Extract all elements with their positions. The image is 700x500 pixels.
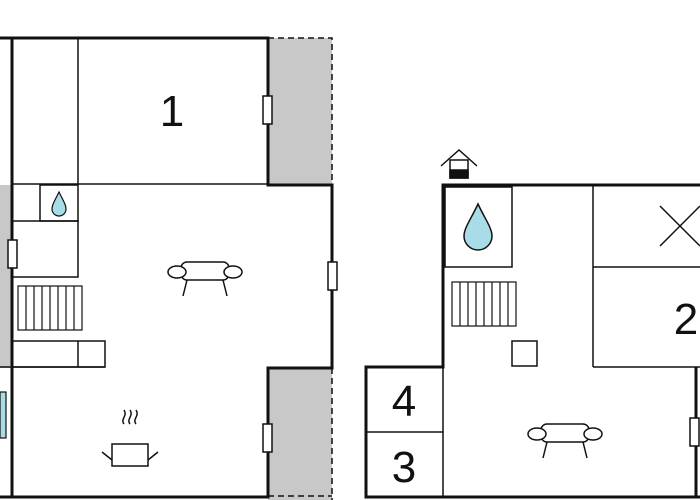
sofa-icon <box>527 423 603 459</box>
room-1-label: 1 <box>160 87 184 136</box>
right-unit <box>364 183 700 499</box>
radiator-icon <box>451 281 517 327</box>
room-3-label: 3 <box>392 443 416 492</box>
radiator-icon <box>17 285 83 331</box>
water-drop-icon <box>463 202 493 251</box>
cooking-pot-icon <box>101 409 159 467</box>
sofa-icon <box>167 261 243 297</box>
terrace-left <box>0 185 12 368</box>
terrace-bottom <box>268 368 332 500</box>
terrace-top <box>268 38 332 185</box>
room-4-label: 4 <box>392 377 416 426</box>
cross-icon <box>659 205 700 247</box>
chimney-icon <box>440 148 478 179</box>
room-2-label: 2 <box>674 295 698 344</box>
left-unit <box>0 36 338 500</box>
water-drop-icon <box>51 190 67 217</box>
